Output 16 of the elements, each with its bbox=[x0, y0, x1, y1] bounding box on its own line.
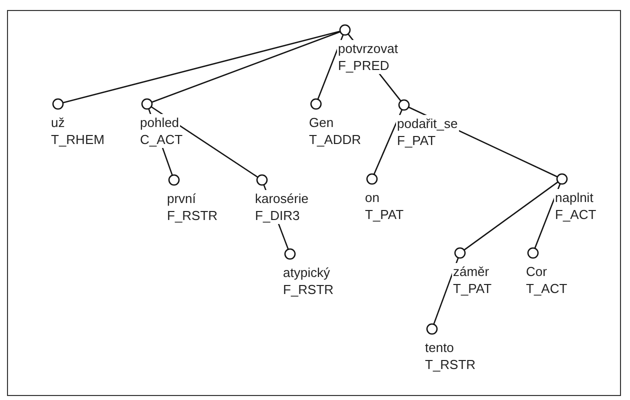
node-lemma: karosérie bbox=[254, 190, 310, 207]
tree-edge bbox=[534, 183, 561, 249]
node-lemma: naplnit bbox=[554, 189, 594, 206]
node-functor: F_PRED bbox=[337, 57, 390, 74]
node-lemma: potvrzovat bbox=[337, 40, 399, 57]
tree-edge bbox=[317, 34, 344, 100]
tree-edge bbox=[62, 30, 340, 104]
tree-edge bbox=[151, 31, 341, 103]
node-lemma: podařit_se bbox=[396, 115, 459, 132]
node-functor: C_ACT bbox=[139, 131, 184, 148]
node-lemma: pohled bbox=[139, 114, 180, 131]
node-functor: F_DIR3 bbox=[254, 207, 301, 224]
node-lemma: první bbox=[166, 190, 197, 207]
node-lemma: atypický bbox=[282, 264, 331, 281]
tree-edge bbox=[373, 109, 403, 175]
tree-edge bbox=[464, 181, 558, 251]
